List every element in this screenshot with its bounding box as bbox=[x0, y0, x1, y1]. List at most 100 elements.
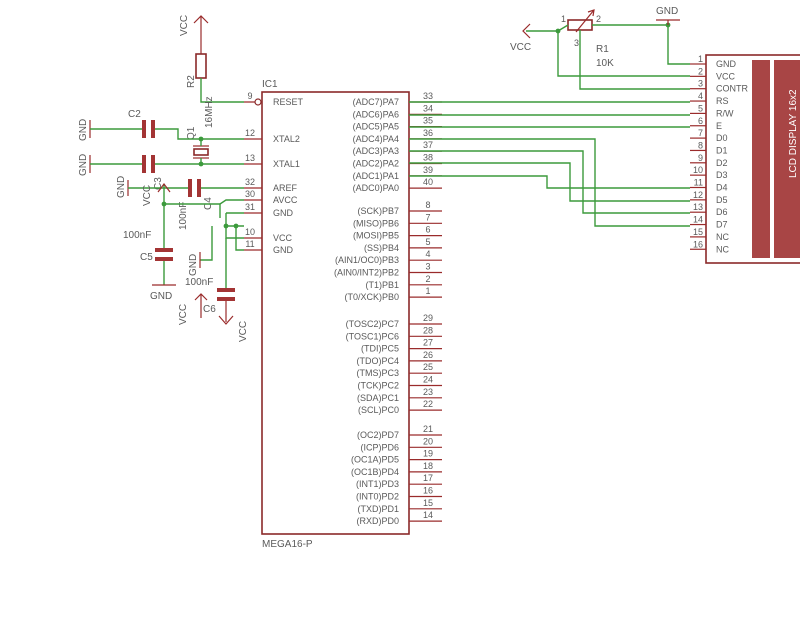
ic1-pin-label: XTAL2 bbox=[273, 134, 300, 144]
lcd-body bbox=[705, 54, 800, 264]
wire-vcc-r1 bbox=[526, 24, 569, 32]
ic1-pin-label: (SDA)PC1 bbox=[357, 393, 399, 403]
ic1-pin-number: 14 bbox=[423, 510, 433, 520]
c3-name: C3 bbox=[153, 177, 164, 190]
ic1-pin-label: (T0/XCK)PB0 bbox=[344, 292, 399, 302]
ic1-pin-number: 33 bbox=[423, 91, 433, 101]
ic1-pin-label: (TMS)PC3 bbox=[357, 368, 400, 378]
ic1-pin-label: (INT0)PD2 bbox=[356, 492, 399, 502]
gnd-label-pins: GND bbox=[188, 254, 199, 276]
ic1-pin-number: 31 bbox=[245, 202, 255, 212]
ic1-pin-number: 7 bbox=[425, 212, 430, 222]
r2-name: R2 bbox=[186, 75, 197, 88]
ic1-pin-label: (TOSC1)PC6 bbox=[346, 331, 399, 341]
vcc-symbol-left: VCC bbox=[178, 293, 208, 325]
ic1-pin-number: 11 bbox=[245, 239, 254, 249]
r1-potentiometer: R1 10K 1 2 3 bbox=[526, 9, 690, 90]
ic1-reset-inverter bbox=[254, 98, 262, 106]
ic1-pin-label: (SCK)PB7 bbox=[357, 206, 399, 216]
c6-name: C6 bbox=[203, 304, 216, 315]
lcd-pin-label: CONTR bbox=[716, 84, 748, 94]
ic1-pin-number: 34 bbox=[423, 103, 433, 113]
ic1-pin-number: 15 bbox=[423, 498, 433, 508]
ic1-pin-number: 39 bbox=[423, 165, 433, 175]
ic1-pin-number: 25 bbox=[423, 362, 433, 372]
ic1-pin-label: (RXD)PD0 bbox=[356, 516, 399, 526]
ic1-pin-number: 22 bbox=[423, 399, 433, 409]
capacitor-c2: GND C2 bbox=[78, 109, 244, 141]
ic1-pin-label: (TDO)PC4 bbox=[357, 356, 400, 366]
wire-pa4-d7 bbox=[409, 138, 690, 227]
lcd-pin-label: D1 bbox=[716, 145, 728, 155]
lcd-pin-label: D5 bbox=[716, 195, 728, 205]
wire-pa3-d6 bbox=[409, 150, 690, 214]
lcd-pin-label: NC bbox=[716, 232, 729, 242]
wire-r1-gnd bbox=[592, 24, 690, 65]
ic1-part: MEGA16-P bbox=[262, 539, 313, 550]
ic1-pin-label: VCC bbox=[273, 233, 293, 243]
ic1-right-pins: 33(ADC7)PA734(ADC6)PA635(ADC5)PA536(ADC4… bbox=[334, 91, 442, 526]
vcc-label-left: VCC bbox=[178, 304, 189, 325]
ic1-pin-number: 12 bbox=[245, 128, 255, 138]
gnd-label-c4: GND bbox=[116, 176, 127, 198]
ic1-pin-label: (SCL)PC0 bbox=[358, 405, 399, 415]
vcc-label-r2: VCC bbox=[179, 15, 190, 36]
capacitor-c6: 100nF C6 VCC bbox=[185, 238, 249, 342]
c5-name: C5 bbox=[140, 252, 153, 263]
vcc-label-c5: VCC bbox=[142, 185, 153, 206]
r1-value: 10K bbox=[596, 58, 614, 69]
data-bus-wires bbox=[409, 101, 690, 227]
ic1-pin-number: 30 bbox=[245, 189, 255, 199]
lcd-pin-number: 3 bbox=[698, 79, 703, 89]
ic1-pin-label: (OC2)PD7 bbox=[357, 430, 399, 440]
wire-pa1-d4 bbox=[409, 175, 690, 189]
ic1-pin-number: 4 bbox=[425, 249, 430, 259]
ic1-pin-number: 8 bbox=[425, 200, 430, 210]
ic1-pin-label: (INT1)PD3 bbox=[356, 479, 399, 489]
ic1-pin-label: (ADC6)PA6 bbox=[353, 109, 399, 119]
ic1-pin-number: 40 bbox=[423, 177, 433, 187]
ic1-pin-number: 23 bbox=[423, 387, 433, 397]
ic1-pin-number: 19 bbox=[423, 449, 433, 459]
ic1-pin-label: GND bbox=[273, 245, 294, 255]
ic1-pin-label: (OC1B)PD4 bbox=[351, 467, 399, 477]
c6-value: 100nF bbox=[185, 277, 213, 288]
lcd-pin-label: D4 bbox=[716, 183, 728, 193]
lcd-pin-number: 11 bbox=[694, 178, 703, 188]
lcd-pin-number: 8 bbox=[698, 140, 703, 150]
ic1-pin-label: (ADC4)PA4 bbox=[353, 134, 399, 144]
ic1-pin-label: RESET bbox=[273, 97, 304, 107]
q1-name: Q1 bbox=[186, 126, 197, 140]
lcd-pin-label: GND bbox=[716, 59, 737, 69]
ic1-pin-number: 18 bbox=[423, 461, 433, 471]
ic1-pin-label: XTAL1 bbox=[273, 159, 300, 169]
ic1-pin-number: 13 bbox=[245, 153, 255, 163]
ic1-pin-label: (ADC5)PA5 bbox=[353, 122, 399, 132]
lcd-pin-number: 4 bbox=[698, 91, 703, 101]
r1-pin3: 3 bbox=[574, 38, 579, 48]
gnd-label-c5: GND bbox=[150, 291, 172, 302]
lcd-pin-label: VCC bbox=[716, 71, 736, 81]
ic1-body bbox=[261, 91, 410, 535]
ic1-pin-label: (AIN1/OC0)PB3 bbox=[335, 255, 399, 265]
ic1-pin-label: (ADC2)PA2 bbox=[353, 159, 399, 169]
ic1-pin-label: (ADC7)PA7 bbox=[353, 97, 399, 107]
lcd-pin-number: 2 bbox=[698, 66, 703, 76]
c2-name: C2 bbox=[128, 109, 141, 120]
ic1-pin-number: 20 bbox=[423, 436, 433, 446]
ic1-pin-number: 3 bbox=[425, 262, 430, 272]
r1-wiper-head bbox=[587, 9, 595, 17]
ic1-pin-label: (ADC0)PA0 bbox=[353, 183, 399, 193]
ic1-pin-number: 2 bbox=[425, 274, 430, 284]
lcd-pin-label: D0 bbox=[716, 133, 728, 143]
ic1-pin-label: (ADC3)PA3 bbox=[353, 146, 399, 156]
gnd-label-lcd: GND bbox=[656, 6, 678, 17]
ic1-pin-number: 29 bbox=[423, 313, 433, 323]
ic1-pin-number: 28 bbox=[423, 325, 433, 335]
ic1-pin-label: (TXD)PD1 bbox=[357, 504, 399, 514]
lcd-pin-label: E bbox=[716, 121, 722, 131]
ic1-pin-number: 32 bbox=[245, 177, 255, 187]
r2-resistor: VCC R2 bbox=[179, 15, 244, 103]
q1-value: 16MHz bbox=[204, 96, 215, 128]
